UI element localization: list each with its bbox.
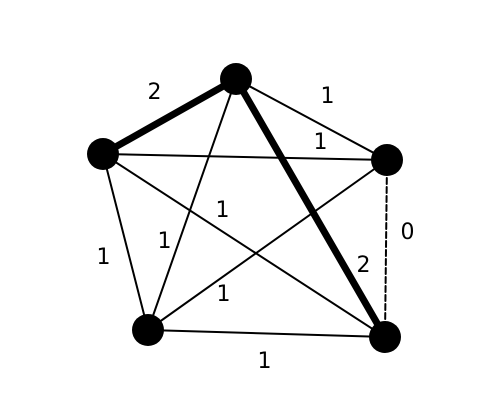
node-C	[371, 144, 403, 176]
edge-label-C-D: 1	[217, 282, 232, 307]
edge-label-A-E: 2	[357, 253, 372, 278]
edge-label-D-E: 1	[258, 349, 273, 374]
edge-C-D	[147, 159, 388, 331]
node-A	[220, 63, 252, 95]
edge-A-B	[99, 75, 240, 158]
edge-label-A-C: 1	[321, 84, 336, 109]
edge-B-C	[102, 153, 388, 161]
node-D	[132, 314, 164, 346]
nodes-layer	[87, 63, 403, 353]
edge-label-A-B: 2	[148, 80, 163, 105]
edge-B-E	[102, 153, 386, 338]
edge-B-D	[102, 153, 149, 331]
edge-labels-layer: 2 1 1 2 1 1 1 0 1 1	[97, 80, 416, 374]
edge-label-B-E: 1	[216, 198, 231, 223]
edge-D-E	[147, 329, 386, 338]
edge-label-C-E: 0	[401, 220, 416, 245]
node-E	[369, 321, 401, 353]
node-B	[87, 138, 119, 170]
edge-A-E	[232, 75, 389, 341]
edge-label-A-D: 1	[158, 229, 173, 254]
edge-C-E	[384, 159, 388, 338]
edges-layer	[99, 75, 389, 341]
edge-A-C	[235, 78, 388, 161]
edge-label-B-C: 1	[314, 130, 329, 155]
edge-A-D	[147, 78, 237, 331]
edge-label-B-D: 1	[97, 245, 112, 270]
